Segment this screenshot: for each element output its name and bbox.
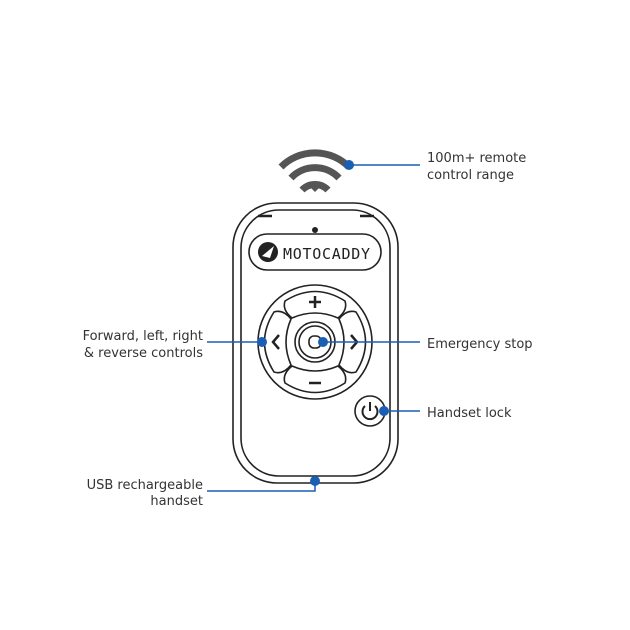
callout-handset-lock: Handset lock xyxy=(379,406,512,421)
wifi-icon xyxy=(278,149,352,193)
svg-text:handset: handset xyxy=(150,494,203,509)
callout-usb: USB rechargeable handset xyxy=(87,476,320,509)
led-icon xyxy=(312,227,318,233)
right-button[interactable] xyxy=(338,310,367,374)
power-icon xyxy=(361,405,379,421)
reverse-button[interactable] xyxy=(283,365,347,394)
svg-text:USB rechargeable: USB rechargeable xyxy=(87,478,203,493)
svg-text:& reverse controls: & reverse controls xyxy=(84,346,203,361)
chevron-left-icon xyxy=(271,334,280,350)
svg-text:Handset lock: Handset lock xyxy=(427,406,512,421)
forward-button[interactable] xyxy=(283,290,347,319)
callout-emergency-stop: Emergency stop xyxy=(318,337,533,352)
motocaddy-logo-icon xyxy=(258,242,278,262)
plus-icon xyxy=(309,296,321,308)
svg-text:Emergency stop: Emergency stop xyxy=(427,337,533,352)
brand-logo-text: MOTOCADDY xyxy=(283,245,371,263)
svg-text:control range: control range xyxy=(427,168,514,183)
logo-plate xyxy=(248,233,382,271)
svg-text:100m+ remote: 100m+ remote xyxy=(427,151,526,166)
callout-controls: Forward, left, right & reverse controls xyxy=(83,329,267,361)
left-button[interactable] xyxy=(263,310,292,374)
svg-text:Forward, left, right: Forward, left, right xyxy=(83,329,203,344)
callout-range: 100m+ remote control range xyxy=(344,151,526,183)
